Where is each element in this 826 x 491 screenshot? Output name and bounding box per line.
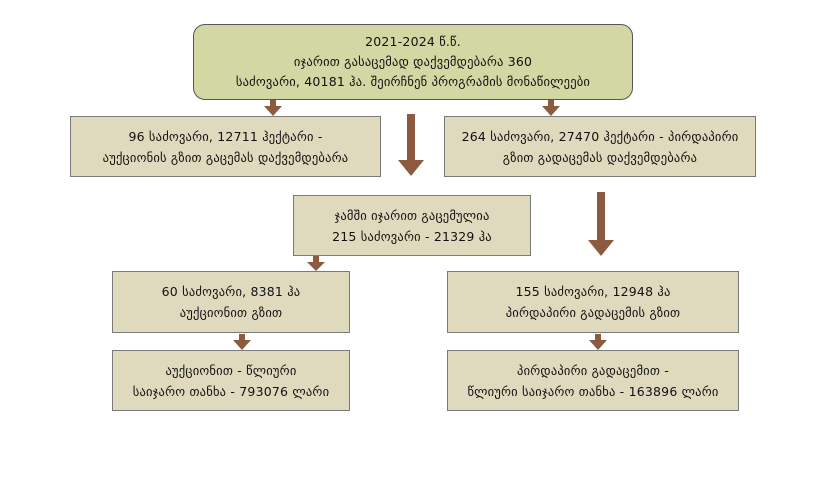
direct-rent-box: პირდაპირი გადაცემით - წლიური საიჯარო თან… bbox=[447, 350, 739, 411]
auction-rent-box: აუქციონით - წლიური საიჯარო თანხა - 79307… bbox=[112, 350, 350, 411]
arrow-to-direct bbox=[588, 192, 614, 256]
direct-rent-line-2: წლიური საიჯარო თანხა - 163896 ლარი bbox=[467, 383, 719, 399]
top-line-1: 2021-2024 წ.წ. bbox=[365, 34, 461, 49]
right-line-1: 264 საძოვარი, 27470 ჰექტარი - პირდაპირი bbox=[461, 128, 739, 144]
arrow-auction-to-rent bbox=[233, 334, 251, 350]
arrow-to-center bbox=[398, 114, 424, 176]
arrow-center-to-auction bbox=[307, 256, 325, 271]
auction-result-box: 60 საძოვარი, 8381 ჰა აუქციონით გზით bbox=[112, 271, 350, 333]
right-line-2: გზით გადაცემას დაქვემდებარა bbox=[502, 149, 698, 165]
center-line-2: 215 საძოვარი - 21329 ჰა bbox=[332, 228, 492, 244]
arrow-top-to-left bbox=[264, 100, 282, 116]
left-line-2: აუქციონის გზით გაცემას დაქვემდებარა bbox=[102, 149, 349, 165]
top-summary-box: 2021-2024 წ.წ. იჯარით გასაცემად დაქვემდე… bbox=[193, 24, 633, 100]
auction-line-2: აუქციონით გზით bbox=[179, 305, 283, 320]
left-line-1: 96 საძოვარი, 12711 ჰექტარი - bbox=[128, 128, 323, 144]
total-leased-box: ჯამში იჯარით გაცემულია 215 საძოვარი - 21… bbox=[293, 195, 531, 256]
auction-rent-line-1: აუქციონით - წლიური bbox=[165, 362, 297, 378]
auction-subject-box: 96 საძოვარი, 12711 ჰექტარი - აუქციონის გ… bbox=[70, 116, 381, 177]
direct-line-1: 155 საძოვარი, 12948 ჰა bbox=[515, 284, 671, 299]
direct-subject-box: 264 საძოვარი, 27470 ჰექტარი - პირდაპირი … bbox=[444, 116, 756, 177]
top-line-2: იჯარით გასაცემად დაქვემდებარა 360 bbox=[293, 54, 533, 69]
arrow-direct-to-rent bbox=[589, 334, 607, 350]
center-line-1: ჯამში იჯარით გაცემულია bbox=[334, 207, 490, 223]
top-line-3: საძოვარი, 40181 ჰა. შეირჩნენ პროგრამის მ… bbox=[235, 74, 591, 89]
arrow-top-to-right bbox=[542, 100, 560, 116]
direct-rent-line-1: პირდაპირი გადაცემით - bbox=[517, 362, 669, 378]
direct-result-box: 155 საძოვარი, 12948 ჰა პირდაპირი გადაცემ… bbox=[447, 271, 739, 333]
auction-rent-line-2: საიჯარო თანხა - 793076 ლარი bbox=[132, 383, 330, 399]
direct-line-2: პირდაპირი გადაცემის გზით bbox=[505, 305, 681, 320]
auction-line-1: 60 საძოვარი, 8381 ჰა bbox=[161, 284, 301, 299]
